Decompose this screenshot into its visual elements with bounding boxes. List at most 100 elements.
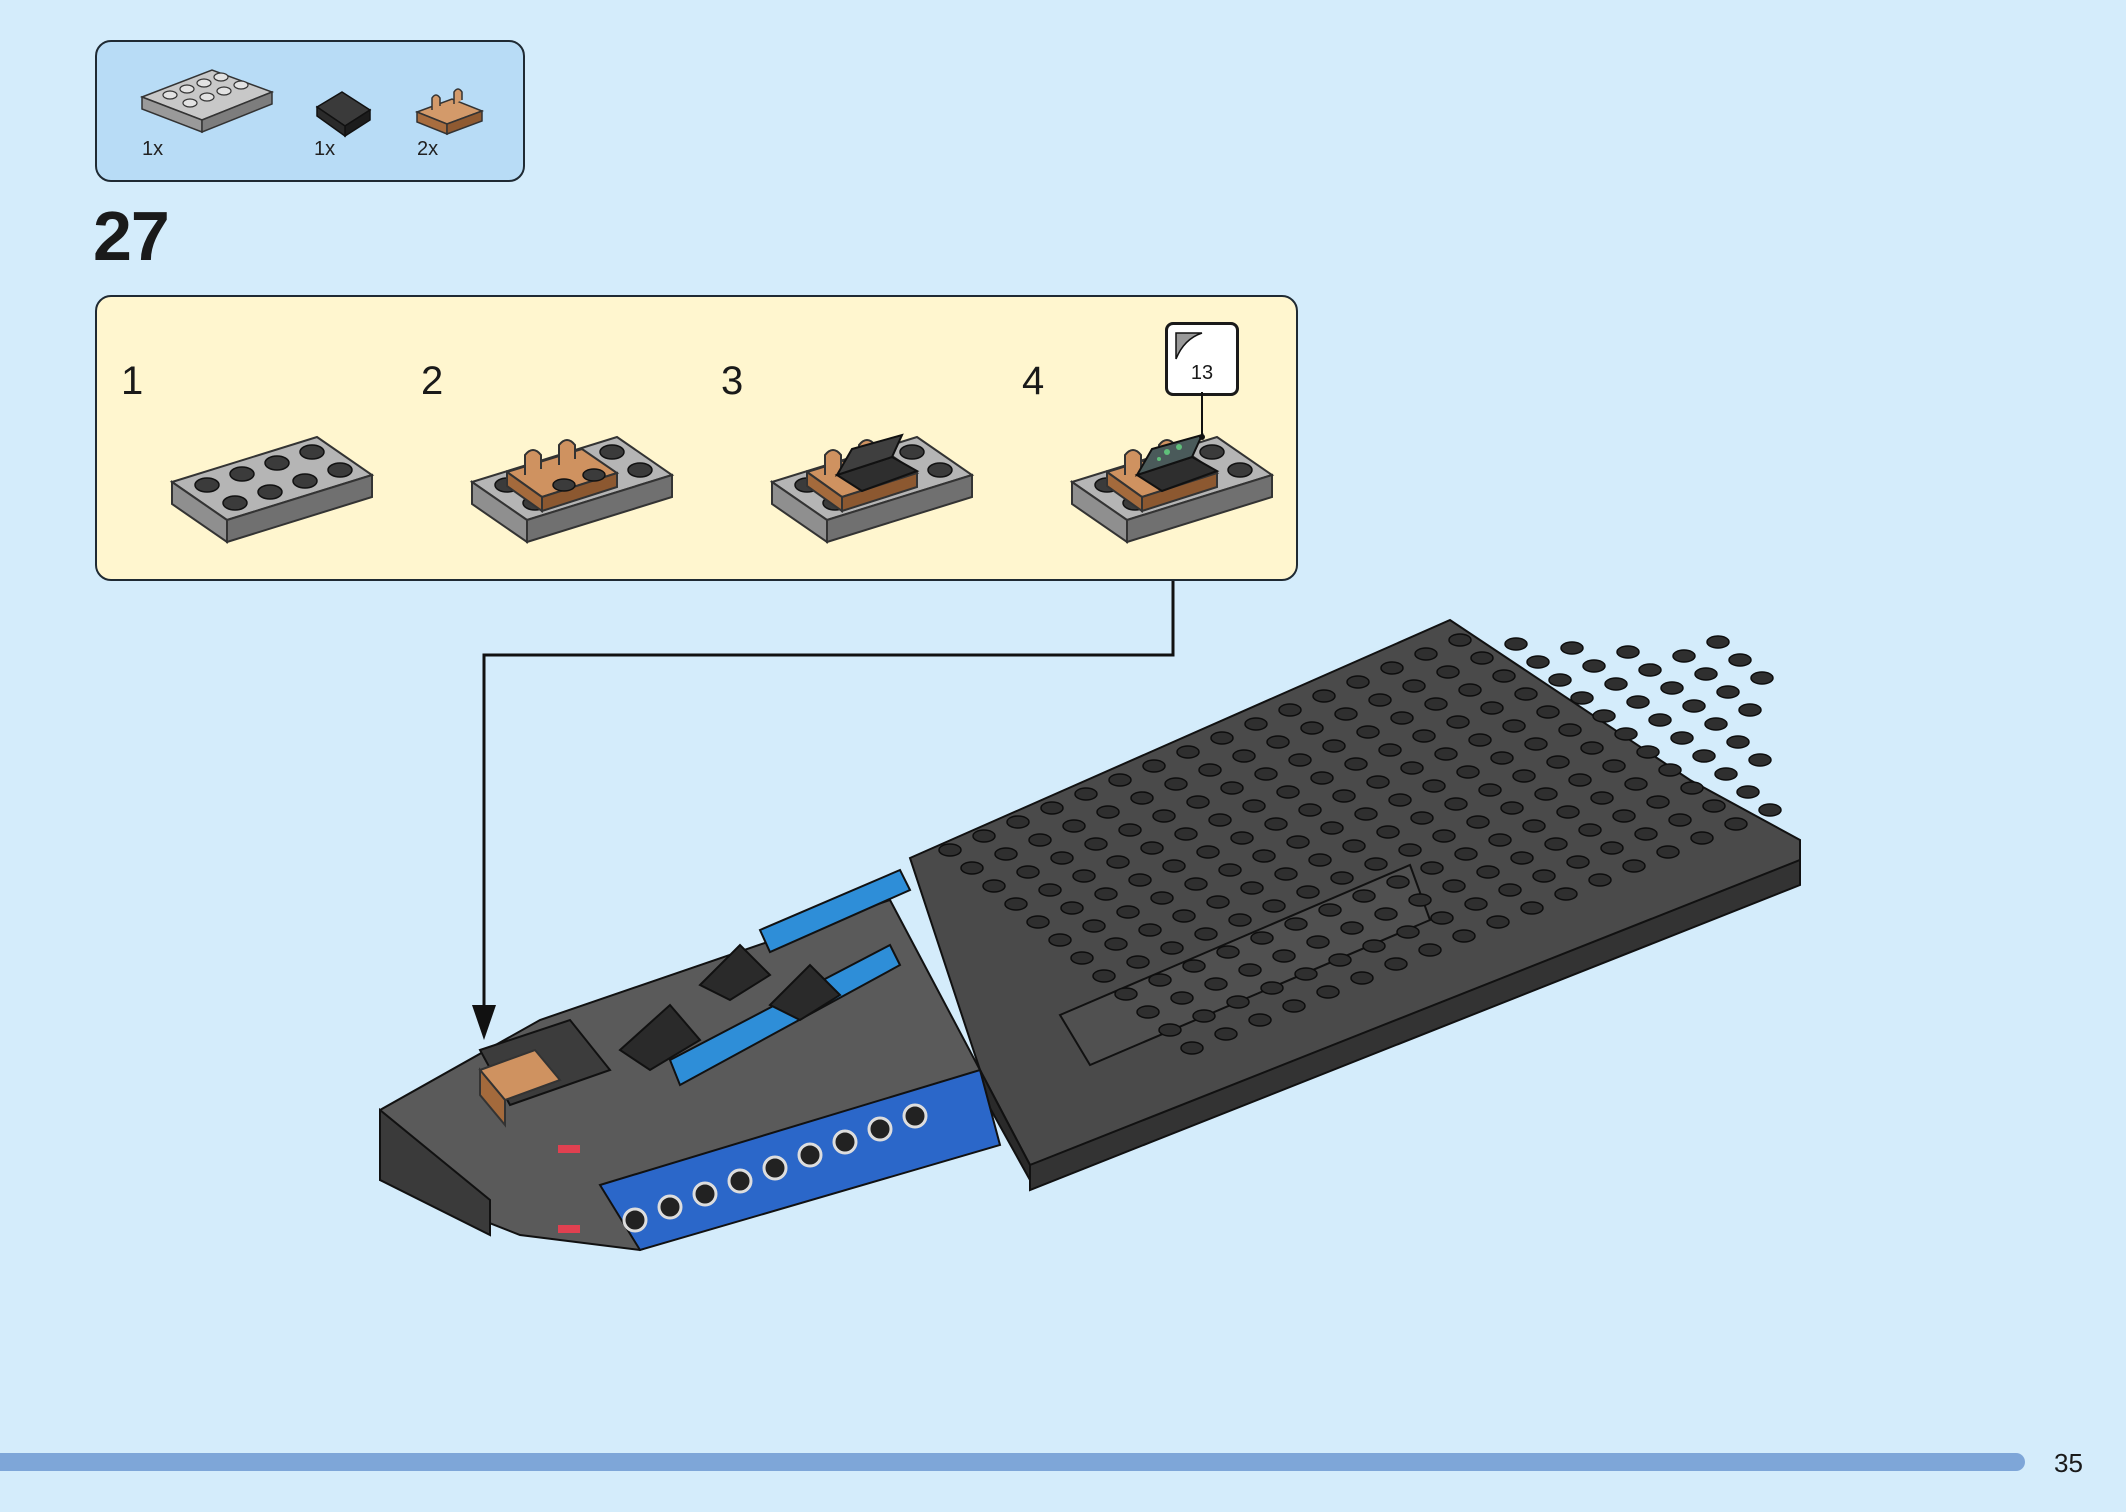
- stud: [1546, 755, 1570, 769]
- stud: [1432, 829, 1456, 843]
- stud: [1748, 753, 1772, 767]
- stud: [1108, 773, 1132, 787]
- stud: [1646, 795, 1670, 809]
- stud: [1588, 873, 1612, 887]
- stud: [1386, 875, 1410, 889]
- stud: [1226, 995, 1250, 1009]
- stud: [1332, 789, 1356, 803]
- stud: [1296, 885, 1320, 899]
- stud: [938, 843, 962, 857]
- stud: [1510, 851, 1534, 865]
- stud: [1498, 883, 1522, 897]
- stud: [1148, 973, 1172, 987]
- stud: [1536, 705, 1560, 719]
- stud: [1118, 823, 1142, 837]
- progress-bar: [0, 1453, 2025, 1471]
- stud: [1570, 691, 1594, 705]
- substep-number: 1: [121, 359, 144, 403]
- stud: [1344, 757, 1368, 771]
- stud: [1556, 805, 1580, 819]
- stud: [1040, 801, 1064, 815]
- stud: [1726, 735, 1750, 749]
- stud: [1728, 653, 1752, 667]
- stud: [1634, 827, 1658, 841]
- stud: [1390, 711, 1414, 725]
- stud: [1072, 869, 1096, 883]
- stud: [1322, 739, 1346, 753]
- stud: [1182, 959, 1206, 973]
- stud: [1378, 743, 1402, 757]
- stud: [1736, 785, 1760, 799]
- stud: [1198, 763, 1222, 777]
- stud: [1310, 771, 1334, 785]
- stud: [1316, 985, 1340, 999]
- stud: [1084, 837, 1108, 851]
- stud: [1464, 897, 1488, 911]
- stud: [1340, 921, 1364, 935]
- stud: [1396, 925, 1420, 939]
- stud: [1320, 821, 1344, 835]
- stud: [1186, 795, 1210, 809]
- stud: [1298, 803, 1322, 817]
- stud: [1490, 751, 1514, 765]
- stud: [1388, 793, 1412, 807]
- stud: [1070, 951, 1094, 965]
- stud: [1140, 841, 1164, 855]
- stud: [1274, 867, 1298, 881]
- stud: [1150, 891, 1174, 905]
- stud: [1116, 905, 1140, 919]
- stud: [1260, 981, 1284, 995]
- stud: [1548, 673, 1572, 687]
- stud: [1566, 855, 1590, 869]
- stud: [1328, 953, 1352, 967]
- stud: [1694, 667, 1718, 681]
- stud: [1648, 713, 1672, 727]
- stud: [1612, 809, 1636, 823]
- stud: [1184, 877, 1208, 891]
- stud: [1300, 721, 1324, 735]
- stud: [1660, 681, 1684, 695]
- stud: [1342, 839, 1366, 853]
- substep-number: 4: [1022, 359, 1045, 403]
- stud: [1272, 949, 1296, 963]
- stud: [1210, 731, 1234, 745]
- stud: [1424, 697, 1448, 711]
- stud: [1558, 723, 1582, 737]
- stud: [1504, 637, 1528, 651]
- stud: [1702, 799, 1726, 813]
- stud: [1656, 845, 1680, 859]
- stud: [1672, 649, 1696, 663]
- stud: [1410, 811, 1434, 825]
- stud: [1062, 819, 1086, 833]
- stud: [1312, 689, 1336, 703]
- stud: [1282, 999, 1306, 1013]
- stud: [1138, 923, 1162, 937]
- substep-number: 3: [721, 359, 744, 403]
- stud: [994, 847, 1018, 861]
- black-slope-tile-icon: [315, 91, 372, 138]
- stud: [1568, 773, 1592, 787]
- stud: [1220, 781, 1244, 795]
- stud: [1488, 833, 1512, 847]
- stud: [1636, 745, 1660, 759]
- stud: [1380, 661, 1404, 675]
- stud: [1074, 787, 1098, 801]
- plate-with-clips-icon: [469, 435, 675, 544]
- stud: [972, 829, 996, 843]
- stud: [1534, 787, 1558, 801]
- stud: [1252, 849, 1276, 863]
- stud: [1452, 929, 1476, 943]
- stud: [1104, 937, 1128, 951]
- part-quantity: 2x: [417, 138, 439, 160]
- stud: [1206, 895, 1230, 909]
- stud: [1244, 717, 1268, 731]
- stud: [1376, 825, 1400, 839]
- stud: [1446, 715, 1470, 729]
- stud: [1476, 865, 1500, 879]
- stud: [1466, 815, 1490, 829]
- stud: [1028, 833, 1052, 847]
- stud: [1242, 799, 1266, 813]
- sticker-icon: [1175, 332, 1203, 360]
- stud: [1658, 763, 1682, 777]
- page-number: 35: [2054, 1448, 2083, 1478]
